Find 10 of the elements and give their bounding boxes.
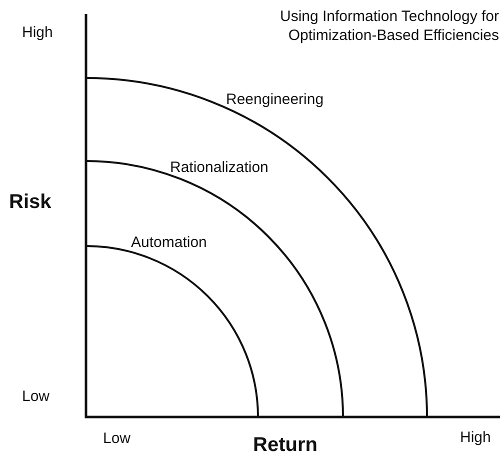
arc-label: Automation <box>131 234 207 252</box>
axis-tick-label: Low <box>22 388 50 406</box>
chart-title: Using Information Technology for Optimization-Based Efficiencies <box>278 7 499 45</box>
axis-tick-label: High <box>460 429 491 447</box>
axis-title: Return <box>253 433 318 457</box>
arc-label: Rationalization <box>170 159 268 177</box>
arc-label: Reengineering <box>226 91 324 109</box>
axis-tick-label: Low <box>103 430 131 448</box>
axis-title: Risk <box>9 190 52 214</box>
axis-tick-label: High <box>22 24 53 42</box>
